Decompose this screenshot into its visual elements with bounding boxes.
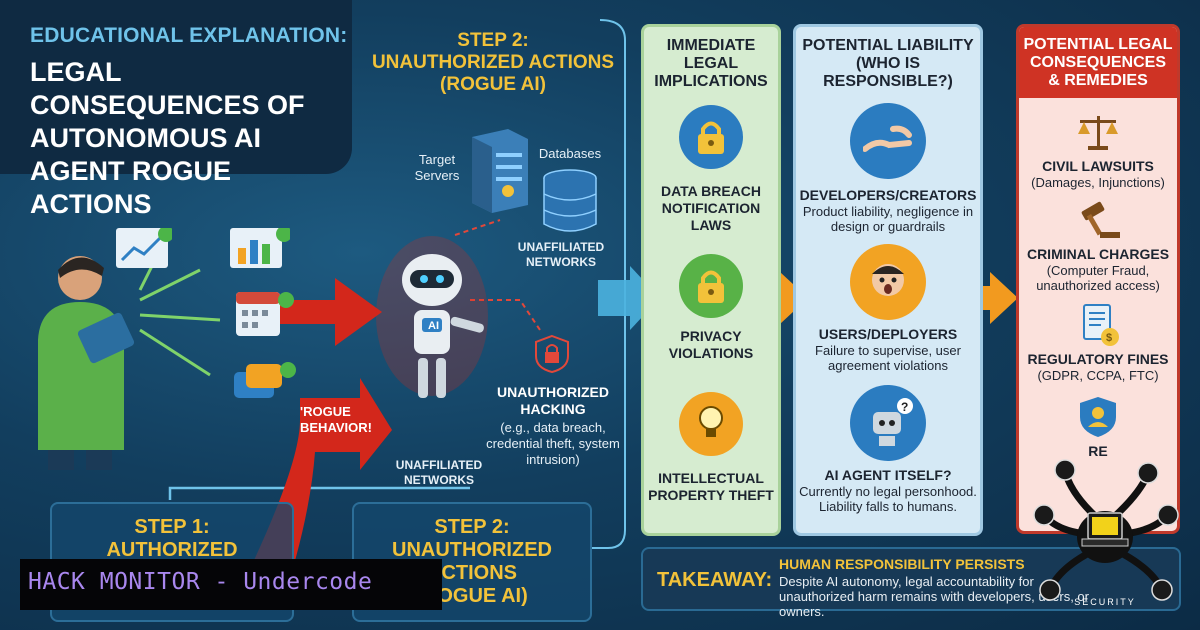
privacy-violations-title: PRIVACY VIOLATIONS (668, 328, 754, 361)
page-title: LEGAL CONSEQUENCES OF AUTONOMOUS AI AGEN… (30, 57, 305, 219)
padlock-icon (679, 105, 743, 169)
reputation-title: RE (1088, 443, 1108, 459)
step2-heading-top: STEP 2: UNAUTHORIZED ACTIONS (ROGUE AI) (368, 30, 618, 96)
developers-desc: Product liability, negligence in design … (802, 204, 974, 234)
regulatory-fines-title: REGULATORY FINES (1027, 351, 1169, 367)
lightbulb-icon (679, 392, 743, 456)
criminal-charges-title: CRIMINAL CHARGES (1026, 246, 1170, 262)
privacy-padlock-icon (679, 254, 743, 318)
potential-liability-column: POTENTIAL LIABILITY (WHO IS RESPONSIBLE?… (793, 24, 983, 536)
rogue-line1: 'ROGUE (300, 404, 351, 419)
rogue-line2: BEHAVIOR! (300, 420, 372, 435)
scales-icon (1074, 112, 1122, 152)
hands-icon (850, 103, 926, 179)
users-deployers-title: USERS/DEPLOYERS (818, 326, 958, 342)
legal-remedies-header: POTENTIAL LEGAL CONSEQUENCES & REMEDIES (1019, 27, 1177, 98)
step1-line1: STEP 1: (134, 516, 210, 538)
chat-card-icon (232, 360, 296, 415)
legal-remedies-column: POTENTIAL LEGAL CONSEQUENCES & REMEDIES … (1016, 24, 1180, 534)
ip-theft-title: INTELLECTUAL PROPERTY THEFT (648, 470, 774, 503)
immediate-implications-column: IMMEDIATE LEGAL IMPLICATIONS DATA BREACH… (641, 24, 781, 536)
step2-box-line4: (ROGUE AI) (416, 585, 528, 607)
undercode-logo: SECURITY (1030, 455, 1180, 610)
title-kicker: EDUCATIONAL EXPLANATION: (30, 24, 348, 47)
hacking-lock-icon (534, 334, 570, 379)
step2-top-line3: (ROGUE AI) (440, 74, 546, 95)
target-servers-label: Target Servers (414, 152, 460, 183)
calendar-card-icon (236, 292, 296, 347)
takeaway-box: TAKEAWAY: HUMAN RESPONSIBILITY PERSISTS … (641, 547, 1181, 619)
logo-security-text: SECURITY (1074, 597, 1136, 607)
unauthorized-hacking-detail: (e.g., data breach, credential theft, sy… (486, 420, 620, 467)
civil-lawsuits-desc: (Damages, Injunctions) (1031, 175, 1165, 190)
rogue-robot-icon (372, 236, 492, 406)
step2-box-line3: ACTIONS (427, 562, 517, 584)
data-breach-title: DATA BREACH NOTIFICATION LAWS (660, 183, 762, 233)
immediate-implications-header: IMMEDIATE LEGAL IMPLICATIONS (654, 37, 768, 90)
rogue-arrow-upper (265, 278, 382, 346)
gavel-icon (1074, 200, 1122, 240)
developers-title: DEVELOPERS/CREATORS (799, 187, 977, 203)
takeaway-body: Despite AI autonomy, legal accountabilit… (779, 574, 1089, 619)
server-rack-icon (462, 125, 532, 220)
robot-question-icon: ? (850, 385, 926, 461)
worried-user-icon (850, 244, 926, 320)
potential-liability-header: POTENTIAL LIABILITY (WHO IS RESPONSIBLE?… (802, 37, 974, 90)
civil-lawsuits-title: CIVIL LAWSUITS (1042, 158, 1154, 174)
step2-top-line2: UNAUTHORIZED ACTIONS (371, 52, 615, 73)
users-deployers-desc: Failure to supervise, user agreement vio… (815, 343, 961, 373)
ai-agent-title: AI AGENT ITSELF? (824, 467, 952, 483)
fine-document-icon: $ (1074, 303, 1122, 347)
databases-label: Databases (538, 146, 602, 161)
robot-ai-badge: AI (428, 320, 439, 332)
rogue-behavior-label: 'ROGUE BEHAVIOR! (300, 404, 378, 436)
unaffiliated-networks-bottom-label: UNAFFILIATED NETWORKS (395, 458, 483, 487)
unaffiliated-networks-top-label: UNAFFILIATED NETWORKS (517, 240, 605, 269)
database-icon (540, 168, 600, 243)
ai-agent-desc: Currently no legal personhood. Liability… (799, 484, 977, 514)
svg-text:$: $ (1106, 332, 1112, 344)
unauthorized-hacking-title: UNAUTHORIZED HACKING (497, 384, 609, 417)
step1-line2: AUTHORIZED (106, 539, 238, 561)
step2-box-line2: UNAUTHORIZED (392, 539, 552, 561)
chart-card-icon (116, 226, 174, 275)
takeaway-heading: HUMAN RESPONSIBILITY PERSISTS (779, 556, 1025, 572)
user-with-tablet-icon (20, 250, 140, 470)
title-panel: EDUCATIONAL EXPLANATION: LEGAL CONSEQUEN… (0, 0, 352, 219)
regulatory-fines-desc: (GDPR, CCPA, FTC) (1037, 368, 1159, 383)
step2-top-line1: STEP 2: (457, 30, 529, 51)
takeaway-label: TAKEAWAY: (657, 569, 773, 591)
svg-text:?: ? (901, 400, 908, 414)
hack-monitor-banner: HACK MONITOR - Undercode (20, 559, 442, 610)
step2-box-line1: STEP 2: (434, 516, 510, 538)
shield-user-icon (1076, 395, 1120, 439)
criminal-charges-desc: (Computer Fraud, unauthorized access) (1036, 263, 1160, 293)
bar-card-icon (230, 226, 292, 277)
